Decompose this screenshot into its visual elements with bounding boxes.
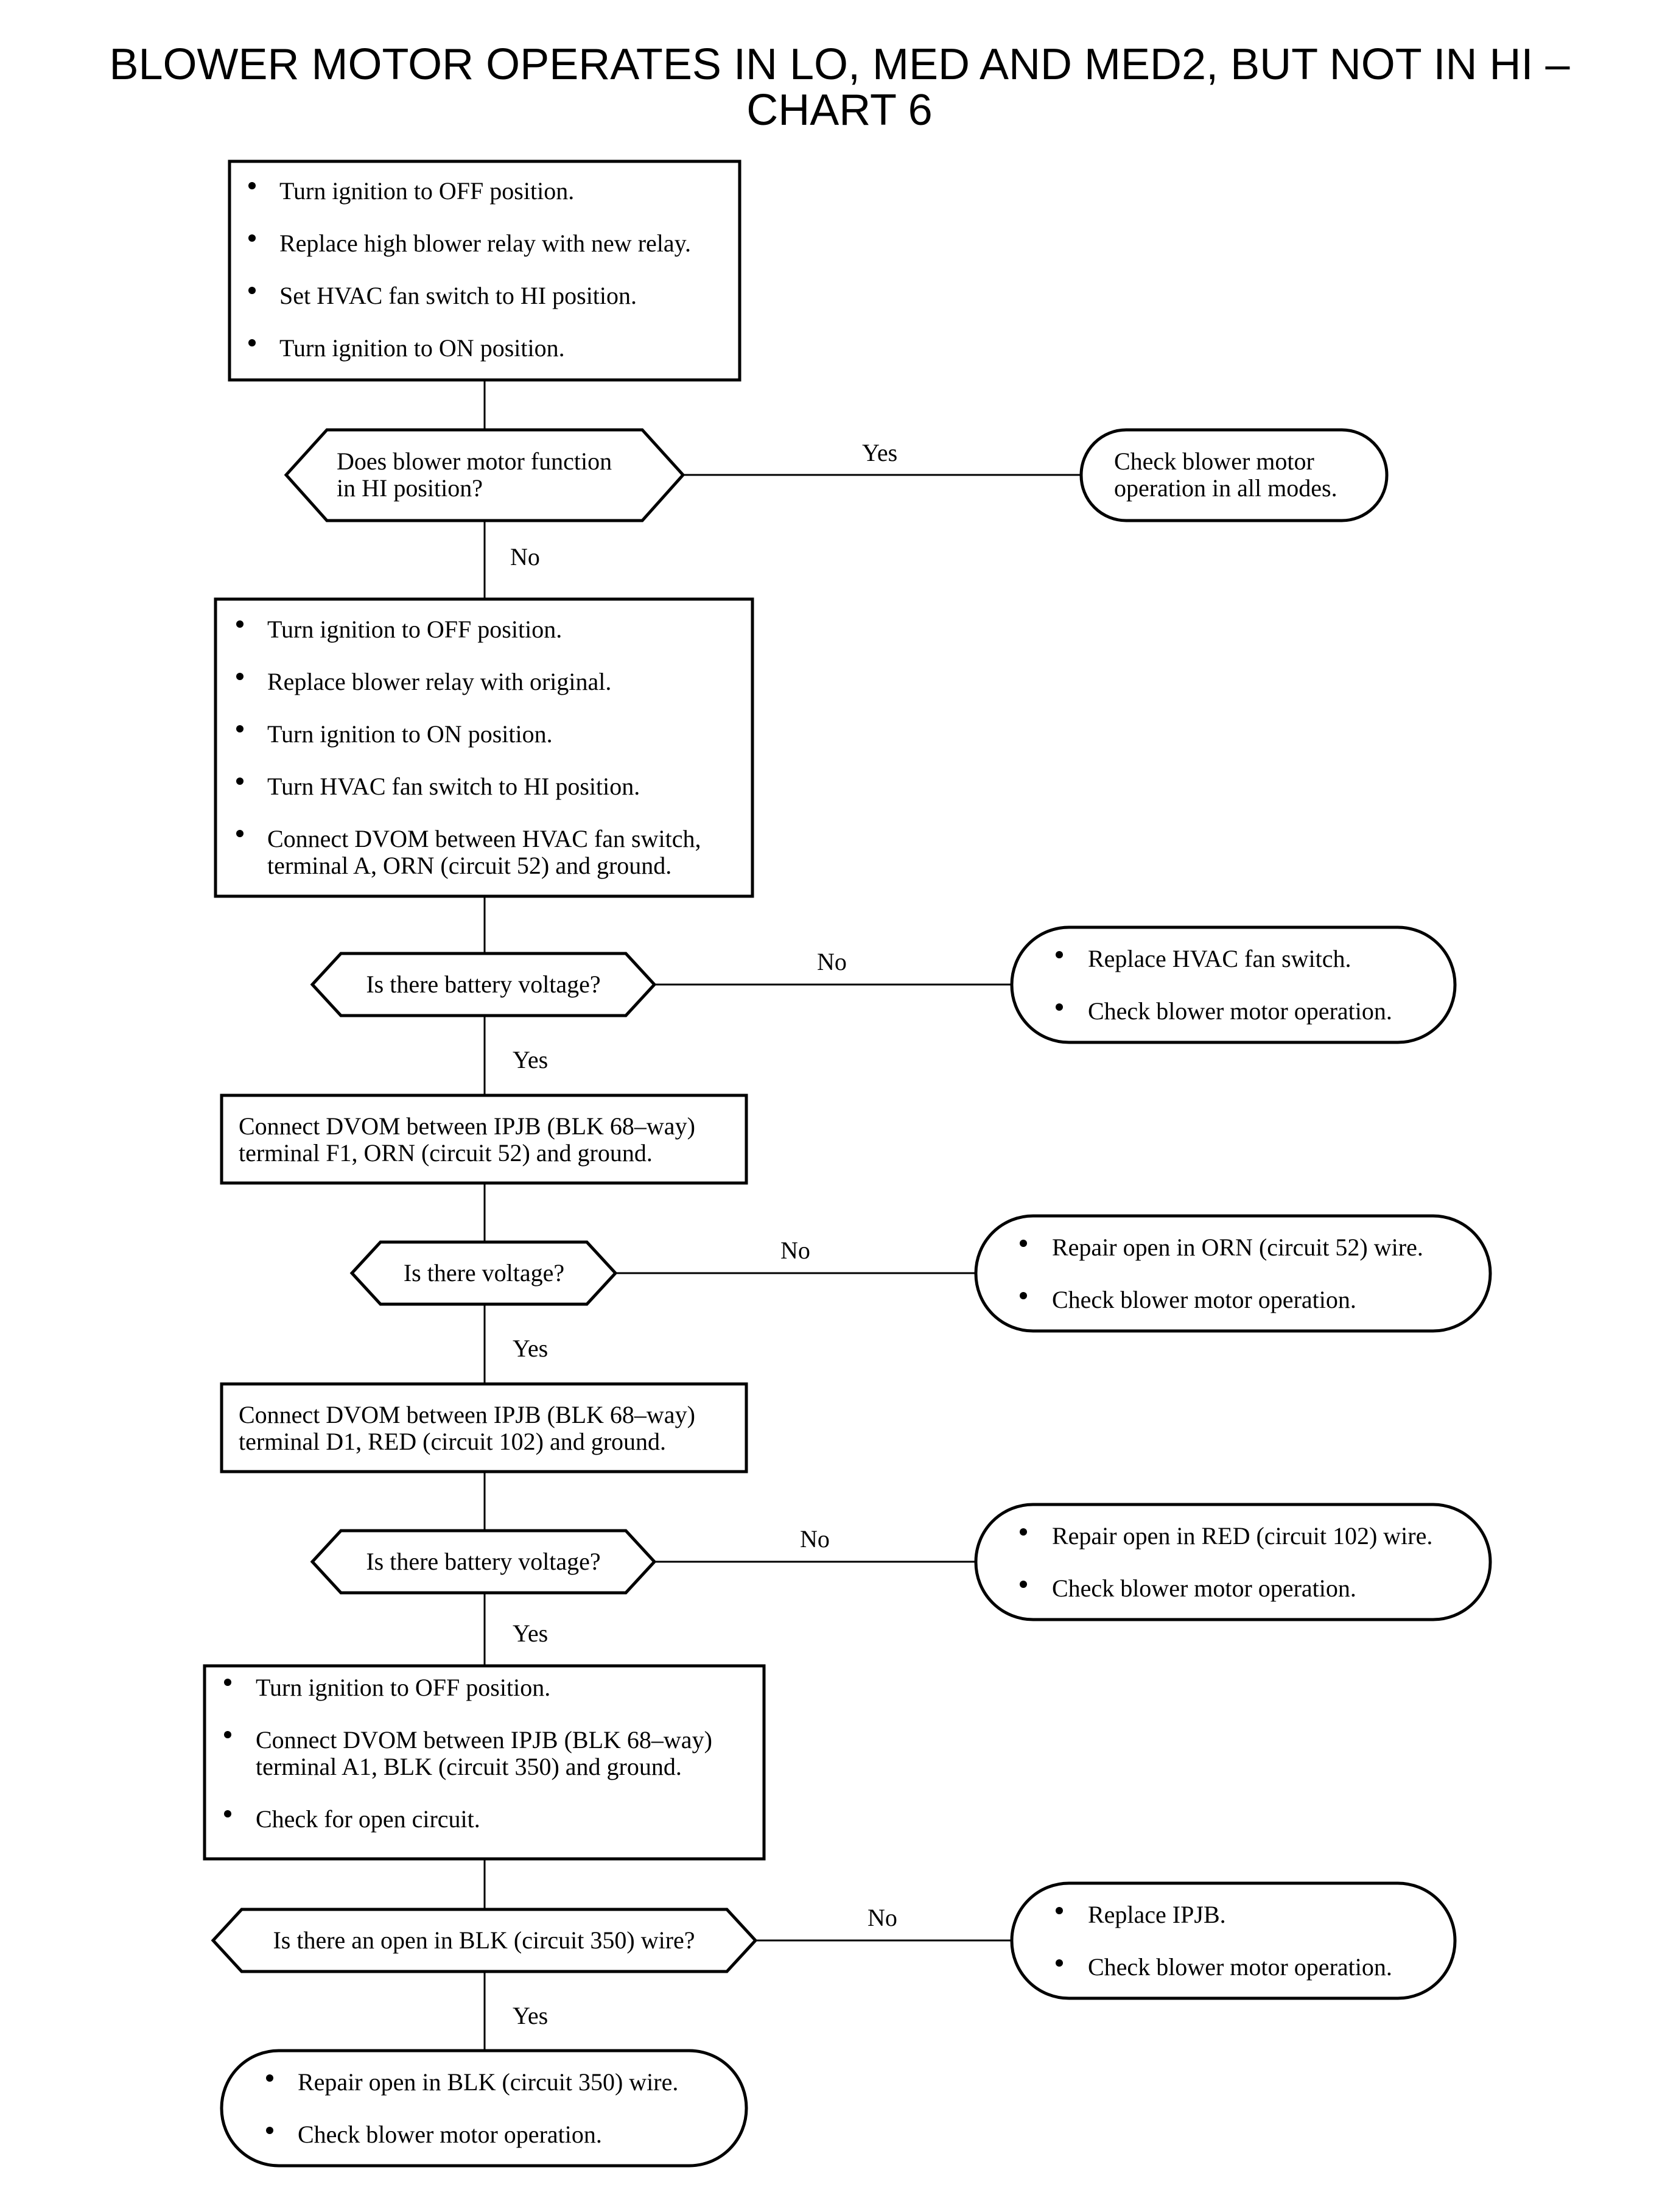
- result-4-line-1: Repair open in RED (circuit 102) wire.: [1052, 1522, 1432, 1550]
- step-2-item-5-line-1: Connect DVOM between HVAC fan switch,: [267, 825, 701, 852]
- step-2-item-1: Turn ignition to OFF position.: [267, 616, 562, 643]
- step-1-item-3: Set HVAC fan switch to HI position.: [279, 282, 637, 309]
- bullet: [1020, 1292, 1027, 1299]
- bullet: [248, 182, 256, 189]
- bullet: [1020, 1528, 1027, 1536]
- step-box-2: Turn ignition to OFF position. Replace b…: [214, 597, 754, 898]
- step-box-1: Turn ignition to OFF position. Replace h…: [228, 160, 741, 382]
- final-result: Repair open in BLK (circuit 350) wire. C…: [220, 2049, 748, 2168]
- result-2: Replace HVAC fan switch. Check blower mo…: [1010, 925, 1457, 1044]
- result-2-line-2: Check blower motor operation.: [1088, 997, 1392, 1025]
- step-2-item-3: Turn ignition to ON position.: [267, 720, 553, 748]
- decision-3: Is there voltage?: [349, 1240, 618, 1306]
- result-2-line-1: Replace HVAC fan switch.: [1088, 945, 1351, 972]
- final-result-line-2: Check blower motor operation.: [298, 2121, 602, 2148]
- step-box-3: Connect DVOM between IPJB (BLK 68–way) t…: [220, 1094, 748, 1185]
- decision-5-text: Is there an open in BLK (circuit 350) wi…: [273, 1926, 695, 1954]
- bullet: [266, 2127, 273, 2134]
- step-3-line-1: Connect DVOM between IPJB (BLK 68–way): [239, 1112, 695, 1140]
- result-4: Repair open in RED (circuit 102) wire. C…: [974, 1503, 1492, 1621]
- bullet: [1020, 1240, 1027, 1247]
- step-1-item-2: Replace high blower relay with new relay…: [279, 230, 691, 257]
- bullet: [266, 2074, 273, 2082]
- decision-1-no-label: No: [510, 543, 540, 571]
- bullet: [224, 1810, 231, 1817]
- decision-1: Does blower motor function in HI positio…: [284, 428, 685, 522]
- bullet: [236, 778, 244, 785]
- bullet: [1056, 1003, 1063, 1011]
- bullet: [236, 725, 244, 732]
- bullet: [248, 339, 256, 346]
- result-3-line-1: Repair open in ORN (circuit 52) wire.: [1052, 1234, 1423, 1261]
- decision-5-no-label: No: [868, 1904, 897, 1931]
- decision-2-yes-label: Yes: [513, 1046, 548, 1073]
- step-3-line-2: terminal F1, ORN (circuit 52) and ground…: [239, 1139, 653, 1167]
- decision-4-yes-label: Yes: [513, 1620, 548, 1647]
- step-5-item-3: Check for open circuit.: [256, 1805, 480, 1833]
- decision-4-text: Is there battery voltage?: [366, 1548, 600, 1575]
- step-2-item-4: Turn HVAC fan switch to HI position.: [267, 773, 640, 800]
- decision-3-yes-label: Yes: [513, 1335, 548, 1362]
- bullet: [236, 830, 244, 837]
- chart-title-line1: BLOWER MOTOR OPERATES IN LO, MED AND MED…: [109, 40, 1570, 89]
- bullet: [248, 287, 256, 294]
- decision-4-no-label: No: [800, 1525, 830, 1553]
- bullet: [224, 1731, 231, 1738]
- result-5: Replace IPJB. Check blower motor operati…: [1010, 1881, 1457, 2000]
- bullet: [1056, 1907, 1063, 1914]
- step-5-item-1: Turn ignition to OFF position.: [256, 1674, 550, 1701]
- step-1-item-1: Turn ignition to OFF position.: [279, 177, 574, 205]
- bullet: [236, 620, 244, 628]
- final-result-line-1: Repair open in BLK (circuit 350) wire.: [298, 2068, 678, 2096]
- step-4-line-2: terminal D1, RED (circuit 102) and groun…: [239, 1428, 666, 1455]
- step-5-item-2-line-1: Connect DVOM between IPJB (BLK 68–way): [256, 1726, 712, 1754]
- bullet: [1056, 951, 1063, 958]
- decision-3-no-label: No: [780, 1237, 810, 1264]
- step-box-4: Connect DVOM between IPJB (BLK 68–way) t…: [220, 1382, 748, 1473]
- step-5-item-2-line-2: terminal A1, BLK (circuit 350) and groun…: [256, 1753, 682, 1780]
- result-5-line-2: Check blower motor operation.: [1088, 1953, 1392, 1981]
- step-1-item-4: Turn ignition to ON position.: [279, 334, 565, 362]
- decision-3-text: Is there voltage?: [404, 1259, 564, 1287]
- step-2-item-2: Replace blower relay with original.: [267, 668, 611, 695]
- decision-2: Is there battery voltage?: [310, 952, 657, 1017]
- bullet: [1020, 1581, 1027, 1588]
- decision-2-no-label: No: [817, 948, 847, 975]
- step-box-5: Turn ignition to OFF position. Connect D…: [203, 1664, 766, 1861]
- result-4-line-2: Check blower motor operation.: [1052, 1575, 1356, 1602]
- bullet: [1056, 1959, 1063, 1967]
- result-1: Check blower motor operation in all mode…: [1079, 428, 1389, 522]
- bullet: [224, 1679, 231, 1686]
- bullet: [236, 673, 244, 680]
- decision-5-yes-label: Yes: [513, 2002, 548, 2029]
- bullet: [248, 234, 256, 242]
- decision-5: Is there an open in BLK (circuit 350) wi…: [211, 1908, 758, 1973]
- chart-title-line2: CHART 6: [746, 86, 932, 135]
- decision-1-line-2: in HI position?: [337, 474, 483, 502]
- decision-1-yes-label: Yes: [862, 439, 897, 466]
- decision-2-text: Is there battery voltage?: [366, 971, 600, 998]
- decision-4: Is there battery voltage?: [310, 1529, 657, 1595]
- result-1-line-1: Check blower motor: [1114, 448, 1314, 475]
- step-4-line-1: Connect DVOM between IPJB (BLK 68–way): [239, 1401, 695, 1428]
- result-1-line-2: operation in all modes.: [1114, 474, 1337, 502]
- result-3: Repair open in ORN (circuit 52) wire. Ch…: [974, 1214, 1492, 1333]
- result-3-line-2: Check blower motor operation.: [1052, 1286, 1356, 1313]
- result-5-line-1: Replace IPJB.: [1088, 1901, 1226, 1928]
- step-2-item-5-line-2: terminal A, ORN (circuit 52) and ground.: [267, 852, 671, 879]
- decision-1-line-1: Does blower motor function: [337, 448, 612, 475]
